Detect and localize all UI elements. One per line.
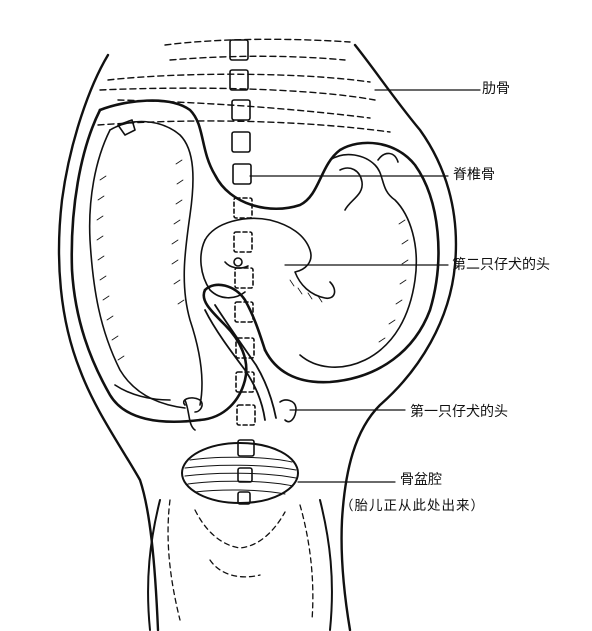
first-pup-body xyxy=(88,119,203,431)
first-pup-fur-hatching xyxy=(96,159,185,361)
pelvic-bones xyxy=(167,499,314,621)
second-pup-body xyxy=(299,152,418,368)
label-rib: 肋骨 xyxy=(482,81,510,97)
pelvic-cavity xyxy=(181,442,299,504)
rib-lines xyxy=(97,38,391,133)
label-spine: 脊椎骨 xyxy=(453,167,495,183)
label-pelvic-cavity: 骨盆腔 xyxy=(400,472,442,488)
hind-legs xyxy=(147,499,333,631)
label-first-pup-head: 第一只仔犬的头 xyxy=(410,404,508,420)
second-pup-head xyxy=(200,217,336,300)
first-pup-head xyxy=(182,397,297,423)
body-outline xyxy=(57,43,458,631)
spine-vertebrae xyxy=(229,39,256,505)
second-pup-fur-hatching xyxy=(289,219,409,343)
label-second-pup-head: 第二只仔犬的头 xyxy=(452,257,550,273)
birth-canal xyxy=(204,304,277,421)
uterus-outline xyxy=(70,99,440,423)
label-pelvic-note: （胎儿正从此处出来） xyxy=(340,498,485,514)
